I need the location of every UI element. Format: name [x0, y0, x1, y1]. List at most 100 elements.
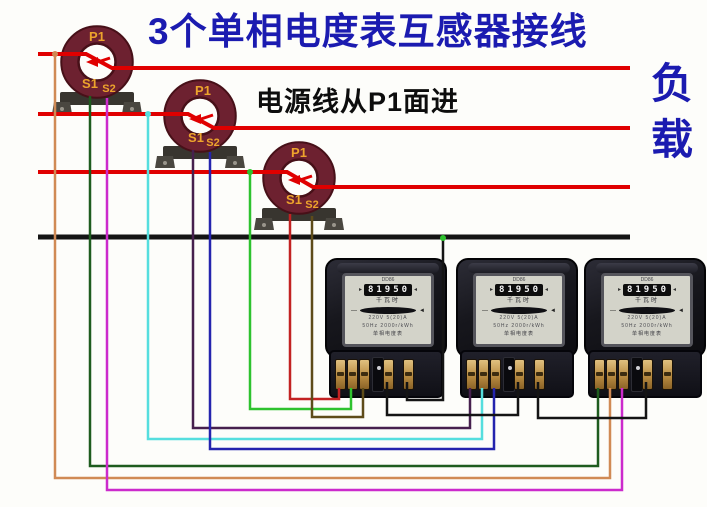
ct-bracket: [163, 146, 237, 159]
counter-right-arrow-icon: ◂: [414, 287, 418, 293]
bolt-icon: [130, 107, 134, 111]
counter-right-arrow-icon: ◂: [673, 287, 677, 293]
energy-meter-2: DD86 ▸ 81950 ◂ 千瓦时 — ◄ 220V 5(20)A 50Hz …: [456, 258, 578, 400]
meter-counter-row: ▸ 81950 ◂: [490, 284, 548, 296]
current-transformer-3: P1 S1 S2: [254, 141, 344, 230]
current-transformer-2: P1 S1 S2: [155, 79, 245, 168]
disc-mark-left: —: [351, 307, 358, 314]
subtitle-note: 电源线从P1面进: [256, 87, 460, 117]
meter-2-terminal-block: [460, 350, 574, 398]
meter-3-terminal-2: [606, 359, 617, 390]
load-label: 负 载: [646, 56, 698, 168]
meter-2-terminal-3: [490, 359, 501, 390]
current-transformer-1: P1 S1 S2: [52, 25, 142, 114]
meter-disc-row: — ◄: [351, 307, 425, 314]
ct-bracket-foot-left: [52, 102, 72, 114]
tap-junction-phase2: [145, 111, 151, 117]
meter-3-terminal-3: [618, 359, 629, 390]
counter-left-arrow-icon: ▸: [489, 287, 493, 293]
meter-counter: 81950: [494, 284, 544, 296]
ct-p1-label: P1: [291, 145, 307, 160]
counter-left-arrow-icon: ▸: [617, 287, 621, 293]
ct-bracket: [262, 208, 336, 221]
meter-counter: 81950: [622, 284, 672, 296]
meter-model-text: DD86: [381, 277, 395, 283]
ct-s1-label: S1: [188, 130, 204, 145]
ct-s1-label: S1: [82, 76, 98, 91]
bolt-icon: [163, 161, 167, 165]
meter-disc-row: — ◄: [482, 307, 556, 314]
bolt-icon: [233, 161, 237, 165]
ct-p1-label: P1: [195, 83, 211, 98]
disc-mark-right: ◄: [678, 307, 684, 314]
meter-unit-label: 千瓦时: [634, 298, 659, 304]
meter-2-terminal-5: [534, 359, 545, 390]
meter-counter: 81950: [363, 284, 413, 296]
meter-1-cap: [337, 263, 439, 273]
disc-mark-right: ◄: [419, 307, 425, 314]
ct-s1-label: S1: [286, 192, 302, 207]
meter-2-cap: [468, 263, 570, 273]
meter-spec-line: 220V 5(20)A: [627, 315, 667, 321]
p1-direction-arrow-tail: [200, 113, 214, 121]
bolt-icon: [262, 223, 266, 227]
meter-unit-label: 千瓦时: [375, 298, 400, 304]
counter-right-arrow-icon: ◂: [545, 287, 549, 293]
disc-mark-right: ◄: [550, 307, 556, 314]
ct-ring-inner-outline: [180, 96, 220, 136]
meter-1-terminal-3: [359, 359, 370, 390]
ct-ring-outline: [163, 79, 237, 153]
meter-3-cap: [596, 263, 698, 273]
meter-2-face: DD86 ▸ 81950 ◂ 千瓦时 — ◄ 220V 5(20)A 50Hz …: [473, 273, 565, 347]
meter-3-face: DD86 ▸ 81950 ◂ 千瓦时 — ◄ 220V 5(20)A 50Hz …: [601, 273, 693, 347]
ct-ring-inner-outline: [279, 158, 319, 198]
ct-ring-outline: [262, 141, 336, 215]
meter-counter-row: ▸ 81950 ◂: [618, 284, 676, 296]
meter-unit-label: 千瓦时: [506, 298, 531, 304]
phase-3-bus: [38, 170, 630, 189]
meter-2-terminal-2: [478, 359, 489, 390]
disc-mark-left: —: [610, 307, 617, 314]
meter-spec-line: 220V 5(20)A: [499, 315, 539, 321]
meter-disc: [491, 307, 548, 314]
meter-counter-row: ▸ 81950 ◂: [359, 284, 417, 296]
meter-3-terminal-4: [642, 359, 653, 390]
ct-ring-inner-outline: [77, 42, 117, 82]
p1-direction-arrow-tail: [97, 56, 111, 64]
tap-junction-neutral: [440, 235, 446, 241]
meter-model-text: DD86: [512, 277, 526, 283]
ct-ring: [264, 143, 334, 213]
ct-bracket-foot-left: [155, 156, 175, 168]
energy-meter-1: DD86 ▸ 81950 ◂ 千瓦时 — ◄ 220V 5(20)A 50Hz …: [325, 258, 447, 400]
tap-junction-phase1: [52, 51, 58, 57]
ct-bracket-foot-right: [122, 102, 142, 114]
meter-1-terminal-5: [403, 359, 414, 390]
meter-1-terminal-block: [329, 350, 443, 398]
meter-1-body: DD86 ▸ 81950 ◂ 千瓦时 — ◄ 220V 5(20)A 50Hz …: [325, 258, 447, 358]
bolt-icon: [60, 107, 64, 111]
meter-3-terminal-1: [594, 359, 605, 390]
p1-direction-arrow-icon: [189, 114, 201, 124]
p1-direction-arrow-icon: [86, 57, 98, 67]
meter-disc: [360, 307, 417, 314]
meter-1-terminal-2: [347, 359, 358, 390]
bolt-icon: [332, 223, 336, 227]
p1-direction-arrow-icon: [288, 175, 300, 185]
counter-left-arrow-icon: ▸: [358, 287, 362, 293]
phase-1-bus: [38, 52, 630, 70]
ct-s2-label: S2: [305, 199, 318, 211]
ct-bracket-foot-right: [225, 156, 245, 168]
meter-1-terminal-4: [383, 359, 394, 390]
ct-ring: [165, 81, 235, 151]
ct-bracket-foot-left: [254, 218, 274, 230]
meter-1-face: DD86 ▸ 81950 ◂ 千瓦时 — ◄ 220V 5(20)A 50Hz …: [342, 273, 434, 347]
energy-meter-3: DD86 ▸ 81950 ◂ 千瓦时 — ◄ 220V 5(20)A 50Hz …: [584, 258, 706, 400]
ct-bracket-foot-right: [324, 218, 344, 230]
page-title: 3个单相电度表互感器接线: [148, 11, 588, 52]
meter-3-body: DD86 ▸ 81950 ◂ 千瓦时 — ◄ 220V 5(20)A 50Hz …: [584, 258, 706, 358]
load-label-char-2: 载: [650, 116, 693, 163]
meter-spec-line: 220V 5(20)A: [368, 315, 408, 321]
tap-junction-phase3: [247, 169, 253, 175]
